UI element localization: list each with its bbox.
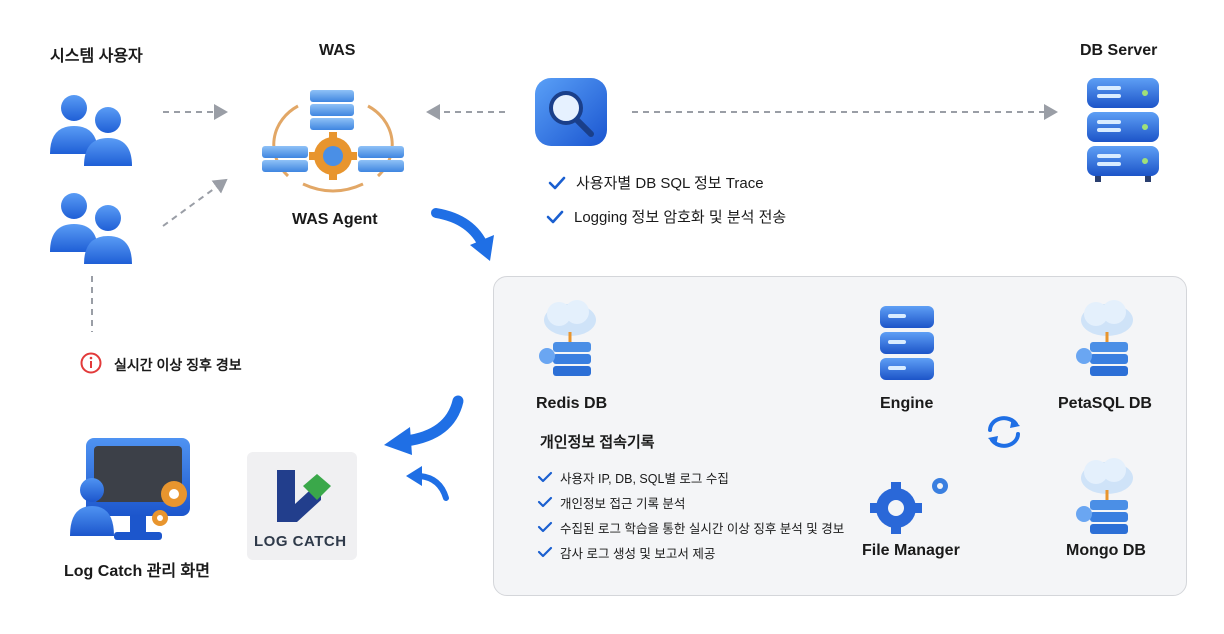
sync-icon — [988, 416, 1020, 448]
panel-item-text-1: 사용자 IP, DB, SQL별 로그 수집 — [560, 472, 729, 486]
petasql-db-icon — [1076, 300, 1133, 376]
logcatch-logo-box: LOG CATCH — [247, 452, 357, 560]
trace-feature-1: 사용자별 DB SQL 정보 Trace — [548, 172, 764, 193]
check-icon — [537, 496, 553, 508]
check-icon — [537, 546, 553, 558]
panel-item-1: 사용자 IP, DB, SQL별 로그 수집 — [537, 468, 729, 487]
section-title: 개인정보 접속기록 — [540, 434, 655, 451]
trace-feature-text-1: 사용자별 DB SQL 정보 Trace — [576, 175, 764, 192]
logcatch-screen-label: Log Catch 관리 화면 — [64, 563, 210, 580]
trace-feature-text-2: Logging 정보 암호화 및 분석 전송 — [574, 209, 787, 226]
db-server-header: DB Server — [1080, 42, 1158, 59]
was-header: WAS — [319, 42, 356, 59]
db-server-icon — [1087, 78, 1159, 182]
alert-icon — [80, 352, 102, 374]
panel-item-3: 수집된 로그 학습을 통한 실시간 이상 징후 분석 및 경보 — [537, 518, 845, 537]
mongo-label: Mongo DB — [1066, 542, 1146, 559]
panel-item-text-3: 수집된 로그 학습을 통한 실시간 이상 징후 분석 및 경보 — [560, 522, 845, 536]
redis-db-icon — [539, 300, 596, 376]
users-header: 시스템 사용자 — [50, 48, 143, 65]
was-agent-label: WAS Agent — [292, 211, 378, 228]
engine-server-icon — [880, 306, 934, 380]
alert-label: 실시간 이상 징후 경보 — [114, 357, 242, 373]
redis-label: Redis DB — [536, 395, 608, 412]
curved-arrow-down-icon — [431, 208, 494, 261]
mongo-db-icon — [1076, 458, 1133, 534]
trace-feature-2: Logging 정보 암호화 및 분석 전송 — [546, 206, 786, 227]
was-agent-icon — [262, 90, 404, 193]
check-icon — [537, 471, 553, 483]
engine-label: Engine — [880, 395, 934, 412]
search-icon — [535, 78, 607, 146]
petasql-label: PetaSQL DB — [1058, 395, 1152, 412]
logcatch-panel — [493, 276, 1187, 596]
users-group-icon-bottom — [50, 193, 132, 264]
users-group-icon-top — [50, 95, 132, 166]
logo-text: LOG CATCH — [254, 533, 347, 550]
logcatch-logo-mark — [277, 470, 331, 522]
curved-arrow-left-icon — [384, 395, 464, 455]
check-icon — [546, 210, 564, 223]
file-manager-label: File Manager — [862, 542, 960, 559]
panel-item-4: 감사 로그 생성 및 보고서 제공 — [537, 543, 716, 562]
check-icon — [548, 176, 566, 189]
file-manager-gear-icon — [870, 478, 948, 534]
check-icon — [537, 521, 553, 533]
monitor-admin-icon — [70, 438, 190, 540]
return-arrow-icon — [406, 466, 449, 501]
panel-item-2: 개인정보 접근 기록 분석 — [537, 493, 686, 512]
panel-item-text-4: 감사 로그 생성 및 보고서 제공 — [560, 547, 716, 561]
panel-item-text-2: 개인정보 접근 기록 분석 — [560, 497, 686, 511]
